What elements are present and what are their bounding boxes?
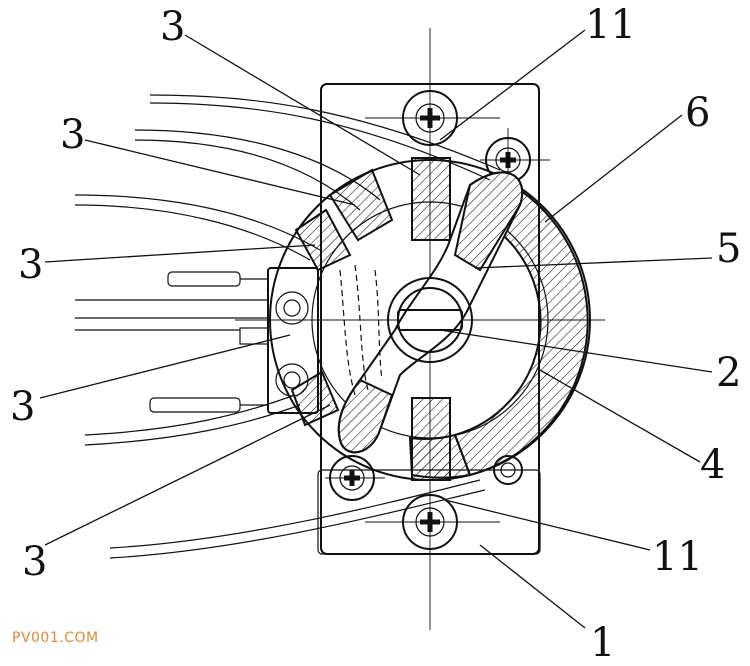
callout-1: 1	[590, 620, 615, 666]
callout-5: 5	[716, 226, 741, 272]
mounting-screws	[325, 90, 550, 550]
callout-2: 2	[716, 350, 741, 396]
leader-lines	[39, 29, 713, 629]
callout-3-mid-left: 3	[18, 242, 43, 288]
screw-bottom	[402, 494, 458, 550]
callout-3-bottom: 3	[22, 539, 47, 585]
callout-3-upper-left: 3	[60, 112, 85, 158]
internal-springs	[339, 264, 383, 396]
lead-wires	[74, 94, 501, 559]
callout-labels: 3 3 3 3 3 11 11 6 5 2 4 1	[10, 2, 741, 666]
callout-3-lower-left: 3	[10, 384, 35, 430]
screw-lower-left	[325, 455, 385, 501]
callout-11-top: 11	[585, 2, 636, 48]
watermark: PV001.COM	[12, 630, 99, 646]
callout-3-top: 3	[160, 4, 185, 50]
central-shaft	[387, 277, 473, 363]
cam-lever	[337, 171, 524, 454]
screw-upper-right	[480, 128, 550, 192]
callout-4: 4	[700, 442, 725, 488]
callout-6: 6	[685, 90, 710, 136]
callout-11-bottom: 11	[652, 534, 703, 580]
screw-top	[402, 90, 458, 146]
